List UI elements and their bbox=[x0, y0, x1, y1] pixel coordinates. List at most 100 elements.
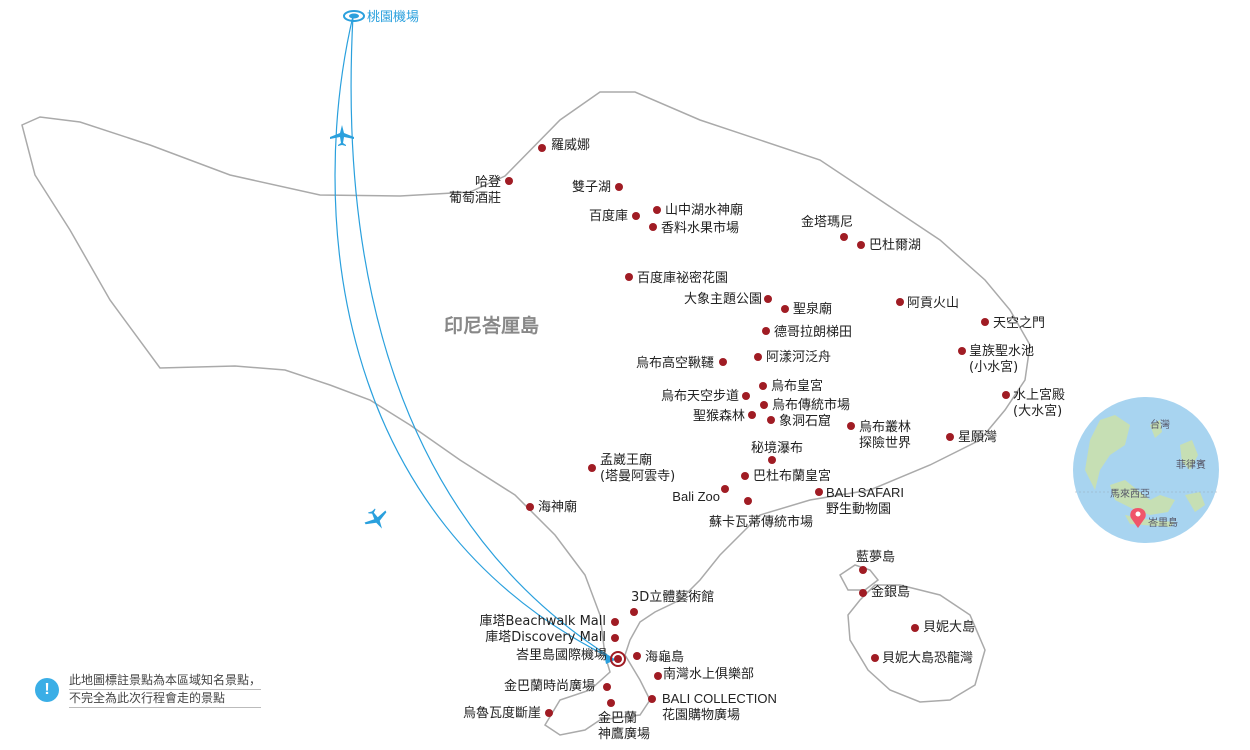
place-marker-tigelang bbox=[762, 327, 770, 335]
place-label-jinyin: 金銀島 bbox=[871, 584, 910, 600]
place-marker-jinyin bbox=[859, 589, 867, 597]
inset-philippines-label: 菲律賓 bbox=[1176, 458, 1206, 471]
place-label-shengquan: 聖泉廟 bbox=[793, 301, 832, 317]
inset-malaysia-label: 馬來西亞 bbox=[1110, 488, 1150, 500]
place-label-conglin: 烏布叢林 bbox=[859, 419, 911, 435]
inset-taiwan-label: 台灣 bbox=[1150, 418, 1170, 431]
place-label-xingyuan: 星願灣 bbox=[958, 430, 997, 445]
place-marker-xingyuan bbox=[946, 433, 954, 441]
place-marker-lanmeng bbox=[859, 566, 867, 574]
place-label-safari: 野生動物園 bbox=[826, 502, 891, 517]
place-label-balizoo: Bali Zoo bbox=[672, 489, 720, 504]
place-label-tigelang: 德哥拉朗梯田 bbox=[774, 325, 852, 340]
place-label-mengsui: (塔曼阿雲寺) bbox=[600, 469, 675, 484]
place-label-xiangliao: 香料水果市場 bbox=[661, 220, 739, 236]
place-label-wulu: 烏魯瓦度斷崖 bbox=[463, 705, 541, 721]
place-marker-beini bbox=[911, 624, 919, 632]
place-label-hadeng: 葡萄酒莊 bbox=[449, 191, 501, 206]
place-marker-mengsui bbox=[588, 464, 596, 472]
place-marker-haishen bbox=[526, 503, 534, 511]
origin-airport-label: 桃園機場 bbox=[367, 10, 419, 25]
penida-island bbox=[847, 584, 986, 703]
place-label-collection: BALI COLLECTION bbox=[662, 691, 777, 706]
place-label-ayanghe: 阿漾河泛舟 bbox=[766, 350, 831, 365]
place-label-shuishang: 水上宮殿 bbox=[1013, 387, 1065, 403]
place-marker-discovery bbox=[611, 634, 619, 642]
place-label-haishen: 海神廟 bbox=[538, 499, 577, 515]
place-marker-haigui bbox=[633, 652, 641, 660]
place-label-shanzhong: 山中湖水神廟 bbox=[665, 202, 743, 218]
bali-airport-icon bbox=[610, 651, 626, 667]
place-marker-nanwan bbox=[654, 672, 662, 680]
place-marker-xiangliao bbox=[649, 223, 657, 231]
place-marker-xiangdong bbox=[767, 416, 775, 424]
lembongan-island bbox=[839, 564, 880, 591]
place-marker-baduer bbox=[857, 241, 865, 249]
place-marker-shuangzi bbox=[615, 183, 623, 191]
place-label-jinbalan_shenying: 金巴蘭 bbox=[598, 710, 637, 726]
place-label-art3d: 3D立體藝術館 bbox=[631, 590, 714, 605]
place-marker-jinta bbox=[840, 233, 848, 241]
place-label-discovery: 庫塔Discovery Mall bbox=[485, 630, 606, 645]
place-label-huanggong: 烏布皇宮 bbox=[771, 378, 823, 394]
place-marker-chuantong bbox=[760, 401, 768, 409]
place-label-daxiang: 大象主題公園 bbox=[684, 292, 762, 307]
place-label-mengsui: 孟崴王廟 bbox=[600, 452, 652, 468]
place-marker-conglin bbox=[847, 422, 855, 430]
place-marker-tiankongbu bbox=[742, 392, 750, 400]
place-marker-huangzu bbox=[958, 347, 966, 355]
place-label-luowei: 羅威娜 bbox=[551, 138, 590, 153]
place-label-jinbalan_shishang: 金巴蘭時尚廣場 bbox=[504, 678, 595, 694]
location-pin-icon bbox=[1130, 508, 1146, 528]
place-marker-badubulan bbox=[741, 472, 749, 480]
place-label-shuangzi: 雙子湖 bbox=[572, 180, 611, 195]
place-label-shuishang: (大水宮) bbox=[1013, 403, 1062, 419]
place-label-tiankong: 天空之門 bbox=[993, 316, 1045, 331]
place-label-baiduku: 百度庫 bbox=[589, 208, 628, 224]
airplane-icon bbox=[330, 125, 354, 146]
place-label-tiankongbu: 烏布天空步道 bbox=[661, 388, 739, 404]
place-marker-gaokong bbox=[719, 358, 727, 366]
place-marker-shenghou bbox=[748, 411, 756, 419]
place-marker-jinbalan_shenying bbox=[607, 699, 615, 707]
inset-bali-label: 峇里島 bbox=[1148, 516, 1178, 529]
place-label-jinbalan_shenying: 神鷹廣場 bbox=[598, 727, 650, 742]
place-marker-ayanghe bbox=[754, 353, 762, 361]
note-line-2: 不完全為此次行程會走的景點 bbox=[69, 690, 262, 708]
place-marker-huanggong bbox=[759, 382, 767, 390]
place-marker-beachwalk bbox=[611, 618, 619, 626]
place-marker-agong bbox=[896, 298, 904, 306]
place-label-beini: 貝妮大島 bbox=[923, 620, 975, 635]
place-marker-art3d bbox=[630, 608, 638, 616]
place-label-xiangdong: 象洞石窟 bbox=[779, 413, 831, 429]
place-label-badubulan: 巴杜布蘭皇宮 bbox=[753, 468, 831, 484]
place-marker-hadeng bbox=[505, 177, 513, 185]
place-label-sukawati: 蘇卡瓦蒂傳統市場 bbox=[709, 514, 813, 530]
flight-route bbox=[334, 15, 616, 664]
place-label-beachwalk: 庫塔Beachwalk Mall bbox=[479, 614, 606, 629]
place-marker-collection bbox=[648, 695, 656, 703]
place-marker-beinilong bbox=[871, 654, 879, 662]
place-marker-luowei bbox=[538, 144, 546, 152]
place-markers: 羅威娜哈登葡萄酒莊雙子湖百度庫山中湖水神廟香料水果市場金塔瑪尼巴杜爾湖百度庫祕密… bbox=[449, 138, 1065, 742]
place-label-safari: BALI SAFARI bbox=[826, 485, 904, 500]
place-marker-mijing bbox=[768, 456, 776, 464]
place-label-agong: 阿貢火山 bbox=[907, 296, 959, 311]
region-title: 印尼峇厘島 bbox=[444, 314, 539, 337]
note-text: 此地圖標註景點為本區域知名景點， 不完全為此次行程會走的景點 bbox=[69, 672, 262, 708]
place-label-chuantong: 烏布傳統市場 bbox=[772, 397, 850, 413]
map-note: ! 此地圖標註景點為本區域知名景點， 不完全為此次行程會走的景點 bbox=[35, 670, 295, 710]
place-marker-safari bbox=[815, 488, 823, 496]
bali-coastline bbox=[21, 91, 1031, 736]
place-marker-wulu bbox=[545, 709, 553, 717]
place-label-beinilong: 貝妮大島恐龍灣 bbox=[882, 650, 973, 666]
place-marker-balizoo bbox=[721, 485, 729, 493]
place-label-mijing: 秘境瀑布 bbox=[751, 441, 803, 456]
place-label-mimi: 百度庫祕密花園 bbox=[637, 270, 728, 286]
place-label-gaokong: 烏布高空鞦韆 bbox=[636, 355, 714, 371]
place-label-hadeng: 哈登 bbox=[475, 175, 501, 190]
place-marker-jinbalan_shishang bbox=[603, 683, 611, 691]
place-label-shenghou: 聖猴森林 bbox=[693, 409, 745, 424]
airplane-icon bbox=[364, 508, 387, 529]
